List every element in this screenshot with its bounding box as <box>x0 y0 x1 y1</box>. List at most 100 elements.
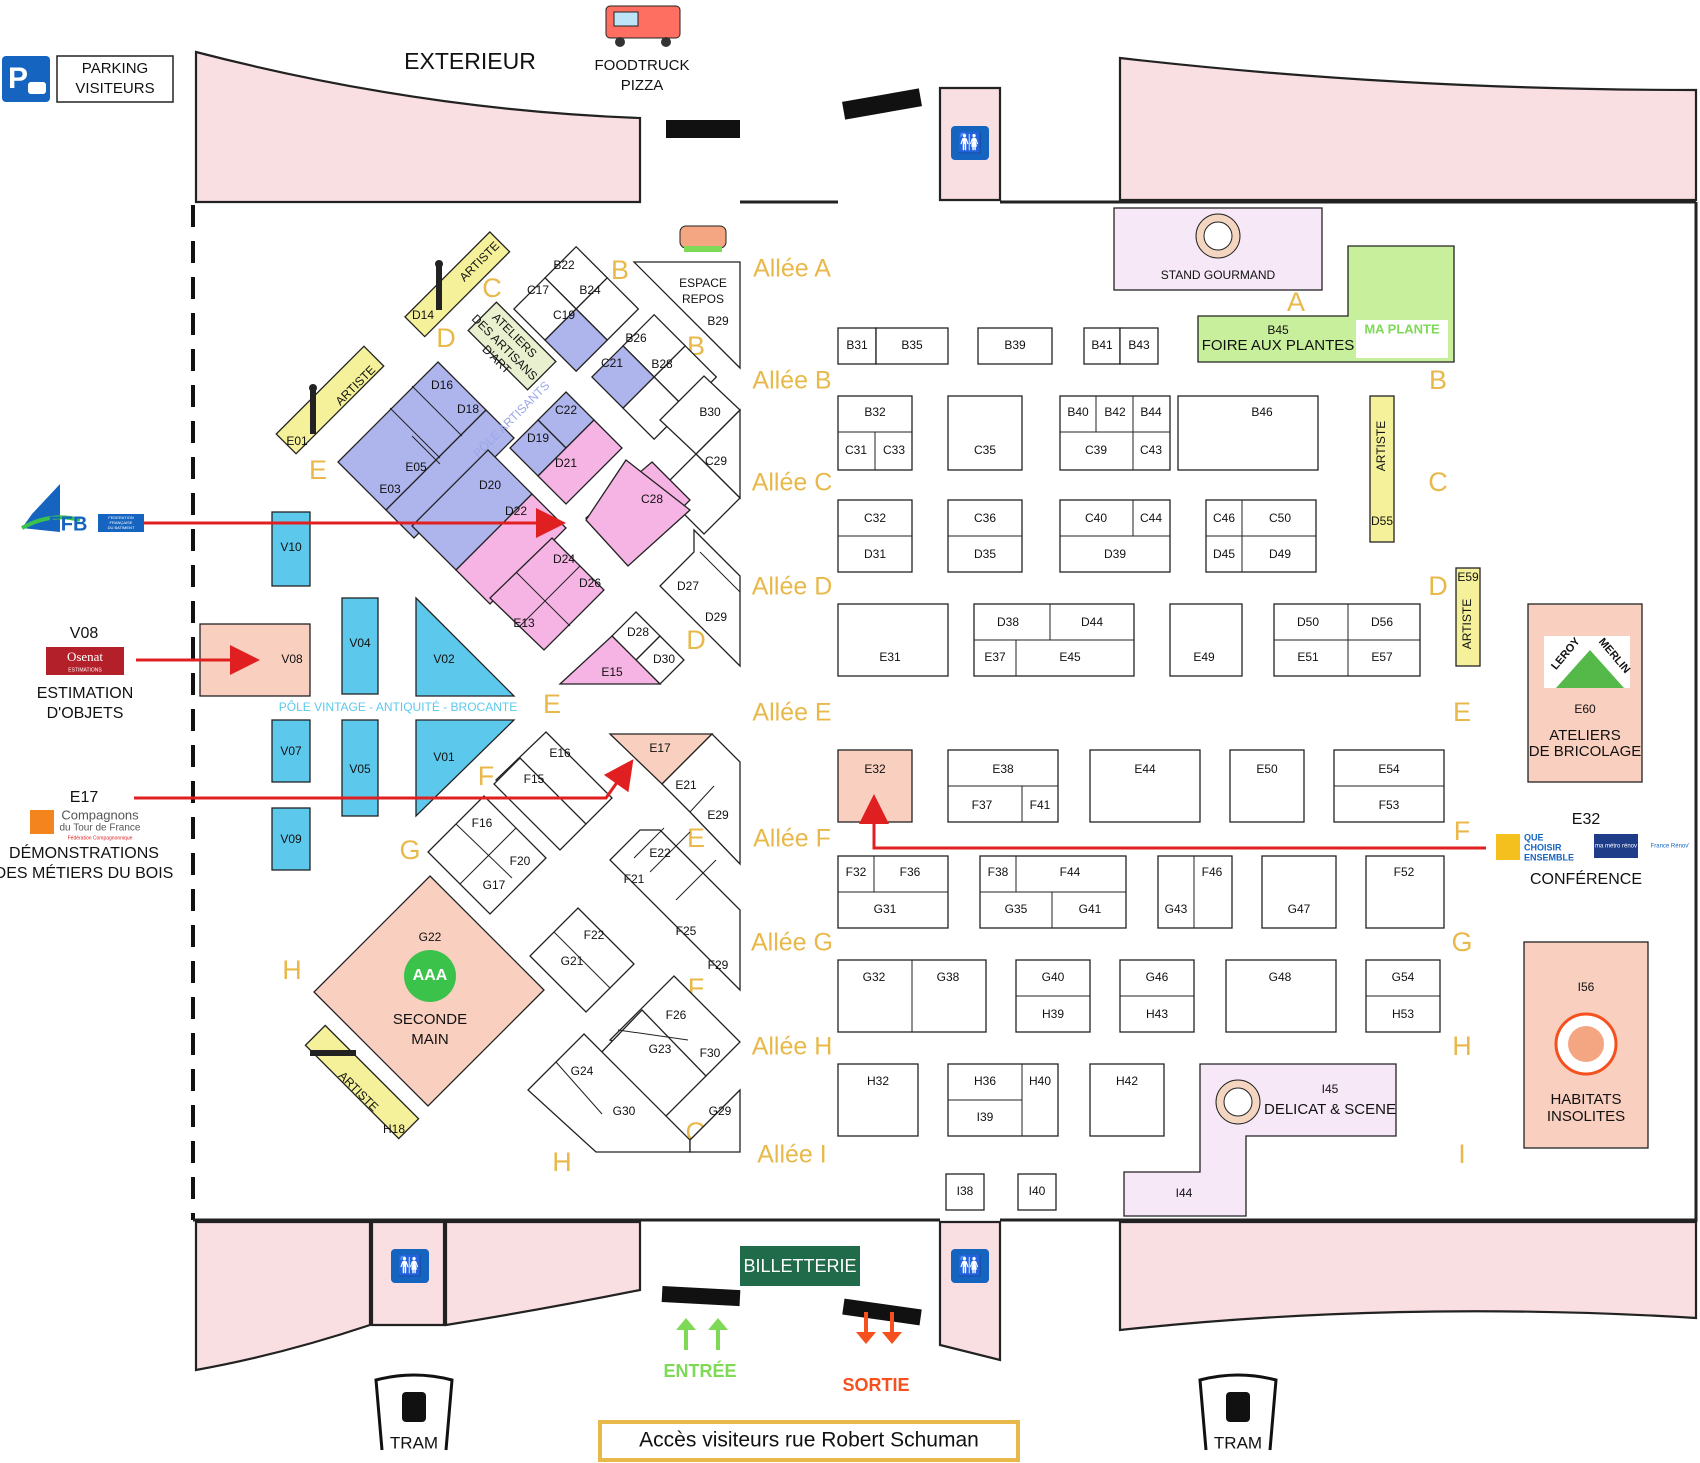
booth-f30: F30 <box>700 1046 721 1060</box>
e32-legend-title: E32 <box>1572 811 1601 828</box>
booth-h53: H53 <box>1392 1007 1414 1021</box>
svg-text:B: B <box>1429 365 1447 395</box>
restroom-icon: 🚻 <box>391 1249 429 1283</box>
row-letters-right: A B C D E F G H I <box>1287 287 1473 1169</box>
booth-d26: D26 <box>579 576 601 590</box>
marijo-logo-icon <box>1554 1012 1618 1076</box>
booth-g38: G38 <box>937 970 960 984</box>
booth-c17: C17 <box>527 283 549 297</box>
booth-f44: F44 <box>1060 865 1081 879</box>
svg-text:D: D <box>686 625 706 655</box>
svg-text:E: E <box>1453 697 1471 727</box>
e17-legend-title: E17 <box>70 789 99 806</box>
svg-text:🚻: 🚻 <box>958 131 983 155</box>
booth-g48: G48 <box>1269 970 1292 984</box>
booth-d31: D31 <box>864 547 886 561</box>
booth-h36: H36 <box>974 1074 996 1088</box>
booth-e03: E03 <box>379 482 401 496</box>
booth-b42: B42 <box>1104 405 1126 419</box>
booth-e60: E60 <box>1574 702 1596 716</box>
booth-h18: H18 <box>383 1122 405 1136</box>
booth-e50: E50 <box>1256 762 1278 776</box>
svg-text:F: F <box>1454 816 1471 846</box>
booth-c19: C19 <box>553 308 575 322</box>
booth-v07: V07 <box>280 744 302 758</box>
leroy-merlin-logo-icon <box>1544 636 1630 688</box>
sofa-icon <box>679 225 727 252</box>
habitats-2: INSOLITES <box>1547 1108 1625 1125</box>
habitats-1: HABITATS <box>1550 1091 1621 1108</box>
booth-h42: H42 <box>1116 1074 1138 1088</box>
allee-h: Allée H <box>752 1033 833 1061</box>
seconde-main-2: MAIN <box>411 1031 449 1048</box>
booth-g22: G22 <box>419 930 442 944</box>
booth-g41: G41 <box>1079 902 1102 916</box>
booth-h43: H43 <box>1146 1007 1168 1021</box>
booth-f15: F15 <box>524 772 545 786</box>
svg-text:D: D <box>436 323 456 353</box>
booth-d22: D22 <box>505 504 527 518</box>
svg-text:G: G <box>399 835 420 865</box>
ffb-legend: FFB FEDERATION FRANÇAISE DU BATIMENT <box>21 484 566 538</box>
allee-a: Allée A <box>753 255 831 283</box>
svg-text:QUE: QUE <box>1524 832 1544 842</box>
espace-repos-1: ESPACE <box>679 276 727 290</box>
svg-text:Compagnons: Compagnons <box>61 807 139 822</box>
booth-v02: V02 <box>433 652 455 666</box>
booth-c22: C22 <box>555 403 577 417</box>
booth-g24: G24 <box>571 1064 594 1078</box>
entree-label: ENTRÉE <box>663 1360 736 1381</box>
booth-e38: E38 <box>992 762 1014 776</box>
booth-c43: C43 <box>1140 443 1162 457</box>
booth-g17: G17 <box>483 878 506 892</box>
booth-e29: E29 <box>707 808 729 822</box>
booth-b43: B43 <box>1128 338 1150 352</box>
foodtruck-label-2: PIZZA <box>621 77 664 94</box>
svg-text:D: D <box>1428 571 1448 601</box>
compagnons-logo-icon <box>30 810 54 834</box>
seconde-main-1: SECONDE <box>393 1011 467 1028</box>
booth-d27: D27 <box>677 579 699 593</box>
acces-visiteurs-label: Accès visiteurs rue Robert Schuman <box>639 1429 979 1452</box>
booth-d39: D39 <box>1104 547 1126 561</box>
booth-d55: D55 <box>1371 514 1393 528</box>
booth-c32: C32 <box>864 511 886 525</box>
foodtruck-label-1: FOODTRUCK <box>595 57 690 74</box>
booth-c50: C50 <box>1269 511 1291 525</box>
booth-d30: D30 <box>653 652 675 666</box>
conference-label: CONFÉRENCE <box>1530 869 1642 888</box>
booth-c46: C46 <box>1213 511 1235 525</box>
sortie-arrows-icon <box>856 1312 902 1344</box>
svg-text:B: B <box>611 255 629 285</box>
booth-b24: B24 <box>579 283 601 297</box>
booth-b32: B32 <box>864 405 886 419</box>
svg-text:E: E <box>309 455 327 485</box>
svg-text:🚻: 🚻 <box>958 1254 983 1278</box>
allee-labels: Allée A Allée B Allée C Allée D Allée E … <box>751 255 833 1169</box>
svg-text:ma métro rénov: ma métro rénov <box>1595 844 1637 850</box>
booth-g31: G31 <box>874 902 897 916</box>
booth-d29: D29 <box>705 610 727 624</box>
svg-text:C: C <box>1428 467 1448 497</box>
left-hall-booths: B22 C17 B24 C19 B26 C21 B28 ESPACE REPOS… <box>199 225 741 1153</box>
booth-c31: C31 <box>845 443 867 457</box>
booth-g43: G43 <box>1165 902 1188 916</box>
booth-d50: D50 <box>1297 615 1319 629</box>
svg-text:ENSEMBLE: ENSEMBLE <box>1524 852 1574 862</box>
aaa-logo-icon <box>404 950 456 1002</box>
booth-v10: V10 <box>280 540 302 554</box>
booth-e57: E57 <box>1371 650 1393 664</box>
svg-text:H: H <box>282 955 302 985</box>
booth-d16: D16 <box>431 378 453 392</box>
booth-f16: F16 <box>472 816 493 830</box>
ffb-label: FFB <box>49 513 88 535</box>
espace-repos-2: REPOS <box>682 292 724 306</box>
right-hall-booths: STAND GOURMAND B45 FOIRE AUX PLANTES MA … <box>837 207 1649 1217</box>
booth-b26: B26 <box>625 331 647 345</box>
e17-legend: E17 Compagnons du Tour de France Fédérat… <box>0 759 634 882</box>
booth-b22: B22 <box>553 258 575 272</box>
booth-e21: E21 <box>675 778 697 792</box>
allee-c: Allée C <box>752 469 833 497</box>
booth-i40: I40 <box>1029 1184 1046 1198</box>
sortie-label: SORTIE <box>842 1375 909 1395</box>
